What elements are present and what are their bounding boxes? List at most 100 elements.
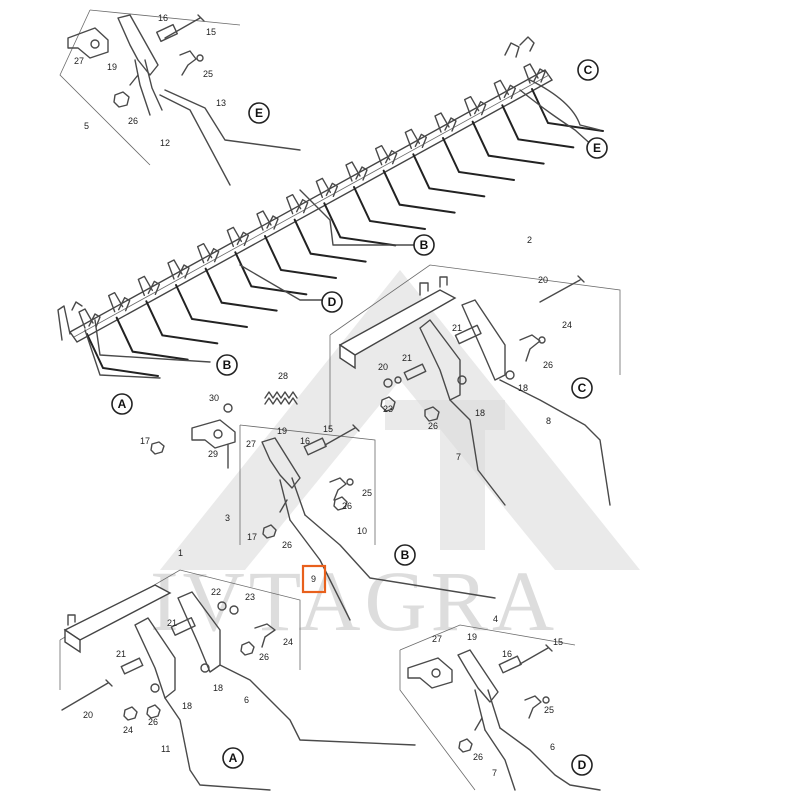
part-callout-b7: 7 — [456, 452, 461, 462]
reel-tine — [234, 251, 308, 296]
part-callout-e25: 25 — [544, 705, 554, 715]
part-callout-e7: 7 — [492, 768, 497, 778]
part-callout-c16: 16 — [300, 436, 310, 446]
watermark-text: IVTAGRA — [150, 553, 558, 649]
reel-tine — [531, 88, 604, 132]
tine-bracket — [285, 193, 309, 215]
letter-marker-circle — [394, 544, 416, 566]
part-callout-d24b: 24 — [123, 725, 133, 735]
part-callout-b21a: 21 — [452, 323, 462, 333]
tine-bracket — [78, 308, 101, 329]
letter-marker-label: B — [420, 238, 429, 252]
part-callout-b24: 24 — [562, 320, 572, 330]
part-callout-c26b: 26 — [282, 540, 292, 550]
part-callout-a27: 27 — [74, 56, 84, 66]
part-callout-c9: 9 — [311, 574, 316, 584]
reel-tine — [353, 186, 426, 230]
part-callout-a12: 12 — [160, 138, 170, 148]
part-callout-e19: 19 — [467, 632, 477, 642]
part-callout-e6: 6 — [550, 742, 555, 752]
main-reel-assembly — [57, 36, 604, 377]
tine-bracket — [434, 112, 457, 133]
part-callout-a16: 16 — [158, 13, 168, 23]
part-callout-d22: 22 — [211, 587, 221, 597]
reel-tine — [86, 333, 159, 377]
part-callout-a13: 13 — [216, 98, 226, 108]
reel-tine — [293, 218, 367, 263]
part-callout-c27: 27 — [246, 439, 256, 449]
letter-marker-circle — [111, 393, 133, 415]
part-callout-b21b: 21 — [402, 353, 412, 363]
letter-marker-label: A — [118, 397, 127, 411]
letter-marker-label: A — [229, 751, 238, 765]
letter-marker-circle — [577, 59, 599, 81]
part-callout-b23: 23 — [383, 404, 393, 414]
part-callout-e4: 4 — [493, 614, 498, 624]
reel-tine — [323, 202, 397, 247]
reel-rods — [84, 79, 601, 379]
letter-marker-label: D — [578, 758, 587, 772]
part-callout-d23: 23 — [245, 592, 255, 602]
part-callout-c30: 30 — [209, 393, 219, 403]
part-callout-c3: 3 — [225, 513, 230, 523]
detail-group-2 — [329, 264, 621, 506]
part-callout-c10: 10 — [357, 526, 367, 536]
reel-tine — [412, 153, 486, 198]
reel-tine — [264, 235, 337, 279]
detail-group-4 — [399, 624, 601, 791]
part-callout-b20: 20 — [538, 275, 548, 285]
letter-marker-label: E — [593, 141, 601, 155]
part-callout-c26: 26 — [342, 501, 352, 511]
reel-tine — [204, 267, 278, 312]
tine-bracket — [256, 210, 279, 231]
part-callout-d20: 20 — [83, 710, 93, 720]
watermark-logo: IVTAGRA — [150, 270, 640, 649]
part-callout-a15: 15 — [206, 27, 216, 37]
part-callout-d26b: 26 — [148, 717, 158, 727]
tine-bracket — [404, 128, 428, 150]
part-callout-d24: 24 — [283, 637, 293, 647]
part-callout-c29: 29 — [208, 449, 218, 459]
part-callout-b20b: 20 — [378, 362, 388, 372]
part-callout-e26: 26 — [473, 752, 483, 762]
part-callout-a19: 19 — [107, 62, 117, 72]
highlight-marker[interactable] — [301, 564, 327, 594]
letter-marker-label: B — [401, 548, 410, 562]
part-callout-a25: 25 — [203, 69, 213, 79]
tine-bracket — [107, 291, 131, 313]
tine-bracket — [196, 242, 220, 264]
tine-bracket — [315, 177, 339, 199]
reel-tine — [382, 169, 456, 214]
letter-marker-label: C — [578, 381, 587, 395]
part-callout-d21: 21 — [167, 618, 177, 628]
letter-marker-label: E — [255, 106, 263, 120]
part-callout-d6: 6 — [244, 695, 249, 705]
part-callout-a5: 5 — [84, 121, 89, 131]
part-callout-b8: 8 — [546, 416, 551, 426]
letter-marker-circle — [321, 291, 343, 313]
part-callout-b2: 2 — [527, 235, 532, 245]
part-callout-d1: 1 — [178, 548, 183, 558]
letter-marker-circle — [571, 377, 593, 399]
letter-marker-circle — [222, 747, 244, 769]
letter-marker-label: C — [584, 63, 593, 77]
letter-marker-label: D — [328, 295, 337, 309]
tine-bracket — [493, 79, 517, 101]
letter-marker-label: B — [223, 358, 232, 372]
reel-tine — [501, 104, 575, 149]
reel-tine — [175, 284, 248, 328]
tine-bracket — [137, 275, 161, 297]
reel-tine — [471, 120, 545, 165]
part-callout-d26: 26 — [259, 652, 269, 662]
part-callout-e16: 16 — [502, 649, 512, 659]
part-callout-c19: 19 — [277, 426, 287, 436]
part-callout-b18: 18 — [518, 383, 528, 393]
tine-bracket — [523, 63, 546, 84]
part-callout-c17: 17 — [140, 436, 150, 446]
tine-bracket — [345, 161, 368, 182]
part-callout-b26b: 26 — [428, 421, 438, 431]
part-callout-d21b: 21 — [116, 649, 126, 659]
letter-marker-circle — [413, 234, 435, 256]
